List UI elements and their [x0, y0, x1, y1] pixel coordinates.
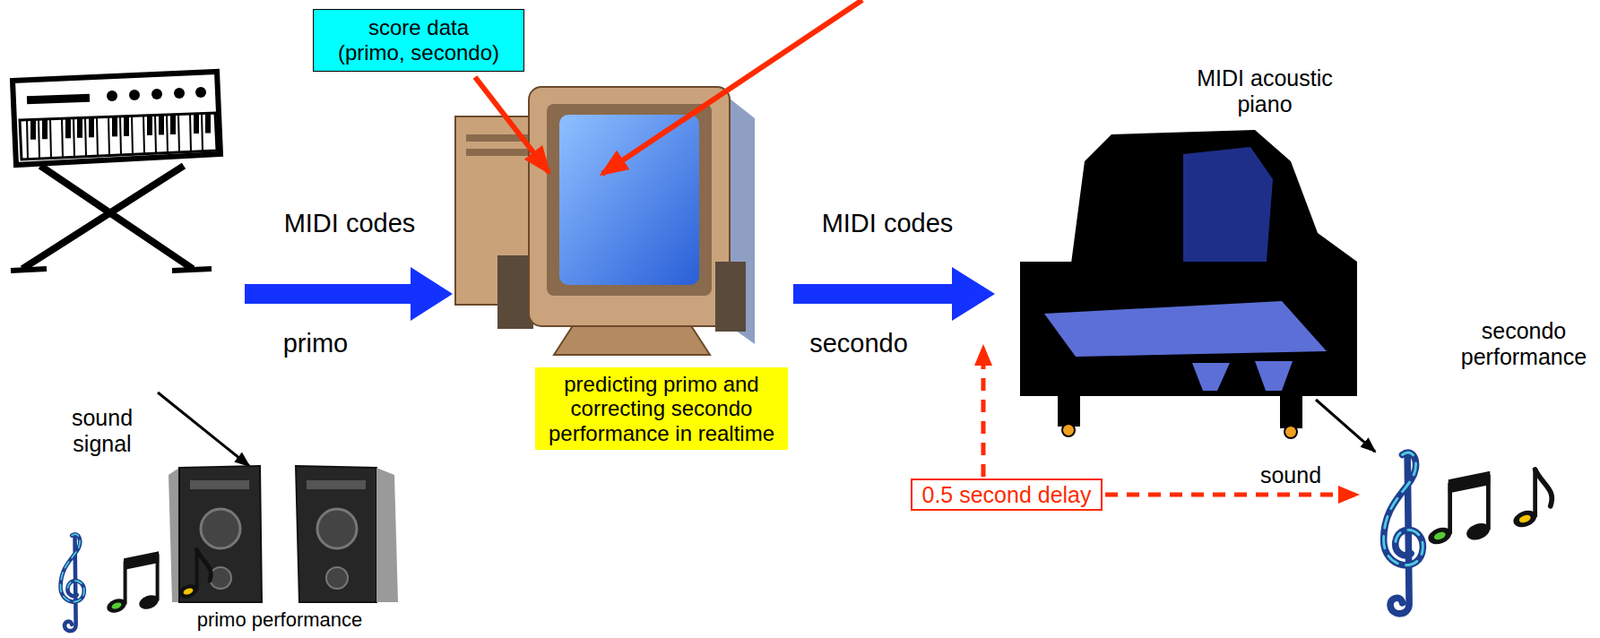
black-key: [30, 120, 36, 140]
key-line: [190, 113, 191, 152]
black-key: [42, 119, 48, 139]
delay-line: [981, 347, 986, 477]
black-key: [205, 113, 211, 134]
diagram-label: primo: [283, 328, 349, 359]
keyboard-keys: [19, 112, 217, 160]
diagram-label: primo performance: [197, 608, 364, 632]
diagram-label: sound signal: [64, 405, 141, 458]
black-key: [158, 114, 165, 135]
stand-leg: [40, 165, 193, 269]
midi-arrow: [793, 267, 995, 321]
stand-foot: [10, 268, 47, 271]
key-line: [108, 116, 110, 156]
speaker-tweeter: [326, 567, 348, 589]
key-line: [166, 114, 168, 153]
speaker-illustration: [168, 466, 398, 603]
speaker-box: [179, 466, 262, 603]
diagram-label: sound: [1260, 462, 1322, 489]
key-line: [85, 117, 87, 156]
key-line: [178, 114, 180, 153]
piano-leg: [1057, 394, 1081, 427]
speaker-stripe: [190, 480, 250, 490]
piano-gap: [1254, 361, 1293, 391]
treble-clef: [1383, 452, 1424, 615]
diagram-label: MIDI acoustic piano: [1191, 65, 1340, 118]
speaker-woofer: [317, 509, 357, 549]
knob: [151, 88, 163, 100]
computer-illustration: [455, 86, 755, 355]
knob: [106, 90, 118, 102]
diagram-label: secondo performance: [1456, 318, 1592, 371]
key-strokes: [26, 113, 211, 160]
speaker-stripe: [306, 480, 366, 490]
monitor-case: [528, 86, 730, 327]
black-key: [147, 115, 153, 136]
drive-slot: [466, 148, 529, 156]
stand-foot: [172, 268, 212, 271]
piano-wheel: [1284, 425, 1298, 439]
knob: [173, 87, 185, 99]
keyboard-illustration: [10, 71, 221, 271]
key-line: [50, 119, 52, 159]
knob: [195, 86, 207, 98]
piano-illustration: [1020, 129, 1358, 439]
black-key: [65, 118, 71, 139]
piano-body: [1020, 261, 1358, 397]
key-line: [73, 118, 75, 157]
knob: [129, 89, 140, 101]
speaker-side: [168, 467, 180, 603]
piano-keyboard-strip: [1044, 301, 1327, 357]
key-line: [201, 113, 203, 152]
speaker-side: [376, 467, 398, 603]
box-text: score data (primo, secondo): [335, 15, 502, 65]
key-line: [96, 117, 98, 156]
small-speaker: [715, 261, 746, 332]
key-line: [38, 119, 40, 159]
box-text: 0.5 second delay: [921, 482, 1091, 509]
piano-gap: [1192, 363, 1230, 391]
black-key: [88, 117, 95, 138]
diagram-label: MIDI codes: [284, 208, 416, 239]
black-key: [193, 113, 199, 134]
key-line: [131, 115, 133, 155]
music-notes: [1426, 469, 1552, 548]
keyboard-body: [12, 71, 221, 165]
key-line: [155, 114, 156, 154]
speaker-box: [295, 466, 377, 603]
delay-box: 0.5 second delay: [910, 478, 1102, 512]
black-key: [170, 114, 176, 135]
data-box: score data (primo, secondo): [312, 8, 525, 71]
speaker-tweeter: [209, 567, 232, 589]
midi-arrow: [244, 267, 453, 321]
delay-line: [1105, 492, 1357, 498]
process-box: predicting primo and correcting secondo …: [535, 367, 788, 451]
box-text: predicting primo and correcting secondo …: [545, 371, 778, 447]
treble-clef: [60, 534, 85, 632]
input-arrow: [602, 0, 863, 174]
key-line: [26, 120, 28, 160]
monitor-bezel: [546, 103, 712, 296]
piano-leg: [1280, 394, 1303, 429]
piano-wheel: [1062, 423, 1075, 437]
key-line: [143, 115, 145, 155]
diagram-label: secondo: [809, 328, 909, 359]
signal-line: [157, 392, 250, 467]
input-arrow: [475, 77, 549, 173]
black-key: [77, 118, 83, 139]
music-notes: [104, 550, 211, 616]
sound-line: [1315, 399, 1376, 452]
black-key: [123, 116, 130, 137]
stand-leg: [22, 165, 184, 269]
monitor-screen: [559, 114, 700, 286]
monitor-base: [553, 324, 710, 355]
diagram-label: MIDI codes: [821, 208, 954, 239]
key-line: [120, 116, 122, 156]
speaker-woofer: [200, 509, 241, 549]
key-line: [61, 118, 63, 158]
control-panel: [26, 94, 90, 104]
black-key: [112, 116, 118, 137]
